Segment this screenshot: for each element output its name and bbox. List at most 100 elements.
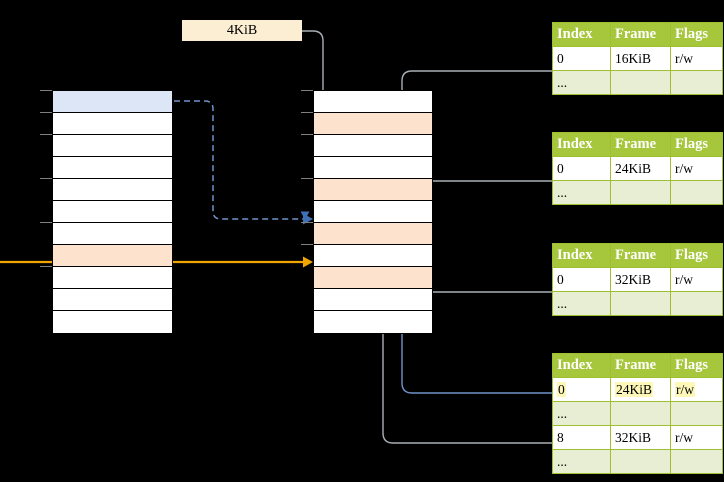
cell-flags	[670, 70, 723, 95]
column-header-index: Index	[552, 22, 611, 47]
tick-mark	[40, 266, 52, 267]
tick-mark	[40, 222, 52, 223]
physical-memory-row	[314, 113, 432, 135]
column-header-index: Index	[552, 353, 611, 378]
table-row[interactable]: ...	[552, 180, 723, 205]
cell-flags: r/w	[670, 425, 723, 450]
physical-memory-column	[313, 90, 433, 334]
tick-mark	[301, 178, 313, 179]
cell-index: 8	[552, 425, 611, 450]
tick-mark	[40, 134, 52, 135]
column-header-frame: Frame	[610, 353, 671, 378]
cell-frame	[610, 401, 671, 426]
column-header-frame: Frame	[610, 243, 671, 268]
cell-frame: 16KiB	[610, 46, 671, 71]
table-row[interactable]: ...	[552, 401, 723, 426]
cell-flags: r/w	[670, 46, 723, 71]
cell-index: 0	[552, 377, 611, 402]
tick-mark	[40, 90, 52, 91]
cell-frame	[610, 291, 671, 316]
highlight-mark: r/w	[675, 381, 695, 397]
tick-mark	[40, 178, 52, 179]
virtual-memory-row	[53, 201, 172, 223]
cell-index: 0	[552, 156, 611, 181]
cell-frame: 32KiB	[610, 425, 671, 450]
physical-memory-row	[314, 289, 432, 311]
physical-memory-row	[314, 201, 432, 223]
page-size-label: 4KiB	[182, 20, 302, 41]
cell-flags: r/w	[670, 156, 723, 181]
cell-index: 0	[552, 46, 611, 71]
cell-flags: r/w	[670, 267, 723, 292]
virtual-memory-row	[53, 289, 172, 311]
wire-pt3-to-physical	[413, 266, 552, 293]
cell-frame	[610, 449, 671, 474]
table-row[interactable]: ...	[552, 449, 723, 474]
wire-pt2-to-physical	[419, 180, 552, 221]
physical-memory-row	[314, 311, 432, 333]
column-header-flags: Flags	[670, 22, 723, 47]
virtual-memory-row	[53, 135, 172, 157]
wire-virtual-row0-to-physical	[174, 100, 310, 220]
tick-mark	[40, 112, 52, 113]
virtual-memory-row	[53, 267, 172, 289]
virtual-address-space-column	[52, 90, 173, 334]
cell-frame: 32KiB	[610, 267, 671, 292]
tick-mark	[301, 112, 313, 113]
cell-flags	[670, 291, 723, 316]
column-header-flags: Flags	[670, 353, 723, 378]
wire-size-label-to-physical	[192, 30, 330, 110]
physical-memory-row	[314, 267, 432, 289]
virtual-memory-row	[53, 157, 172, 179]
cell-frame	[610, 180, 671, 205]
virtual-memory-row	[53, 223, 172, 245]
cell-flags	[670, 401, 723, 426]
virtual-memory-row	[53, 113, 172, 135]
tick-mark	[301, 90, 313, 91]
cell-index: ...	[552, 291, 611, 316]
column-header-frame: Frame	[610, 132, 671, 157]
physical-memory-row	[314, 245, 432, 267]
virtual-memory-row	[53, 245, 172, 267]
tick-mark	[301, 222, 313, 223]
cell-frame: 24KiB	[610, 377, 671, 402]
column-header-flags: Flags	[670, 243, 723, 268]
cell-index: ...	[552, 401, 611, 426]
tick-mark	[301, 244, 313, 245]
physical-memory-row	[314, 179, 432, 201]
cell-index: ...	[552, 449, 611, 474]
cell-index: ...	[552, 180, 611, 205]
virtual-memory-row	[53, 91, 172, 113]
column-header-flags: Flags	[670, 132, 723, 157]
tick-mark	[301, 134, 313, 135]
virtual-memory-row	[53, 179, 172, 201]
virtual-memory-row	[53, 311, 172, 333]
highlight-mark: 24KiB	[615, 381, 654, 397]
cell-frame	[610, 70, 671, 95]
cell-flags	[670, 180, 723, 205]
physical-memory-row	[314, 91, 432, 113]
column-header-frame: Frame	[610, 22, 671, 47]
physical-memory-row	[314, 157, 432, 179]
table-row[interactable]: ...	[552, 70, 723, 95]
physical-memory-row	[314, 223, 432, 245]
cell-index: ...	[552, 70, 611, 95]
cell-index: 0	[552, 267, 611, 292]
column-header-index: Index	[552, 132, 611, 157]
column-header-index: Index	[552, 243, 611, 268]
table-row[interactable]: ...	[552, 291, 723, 316]
